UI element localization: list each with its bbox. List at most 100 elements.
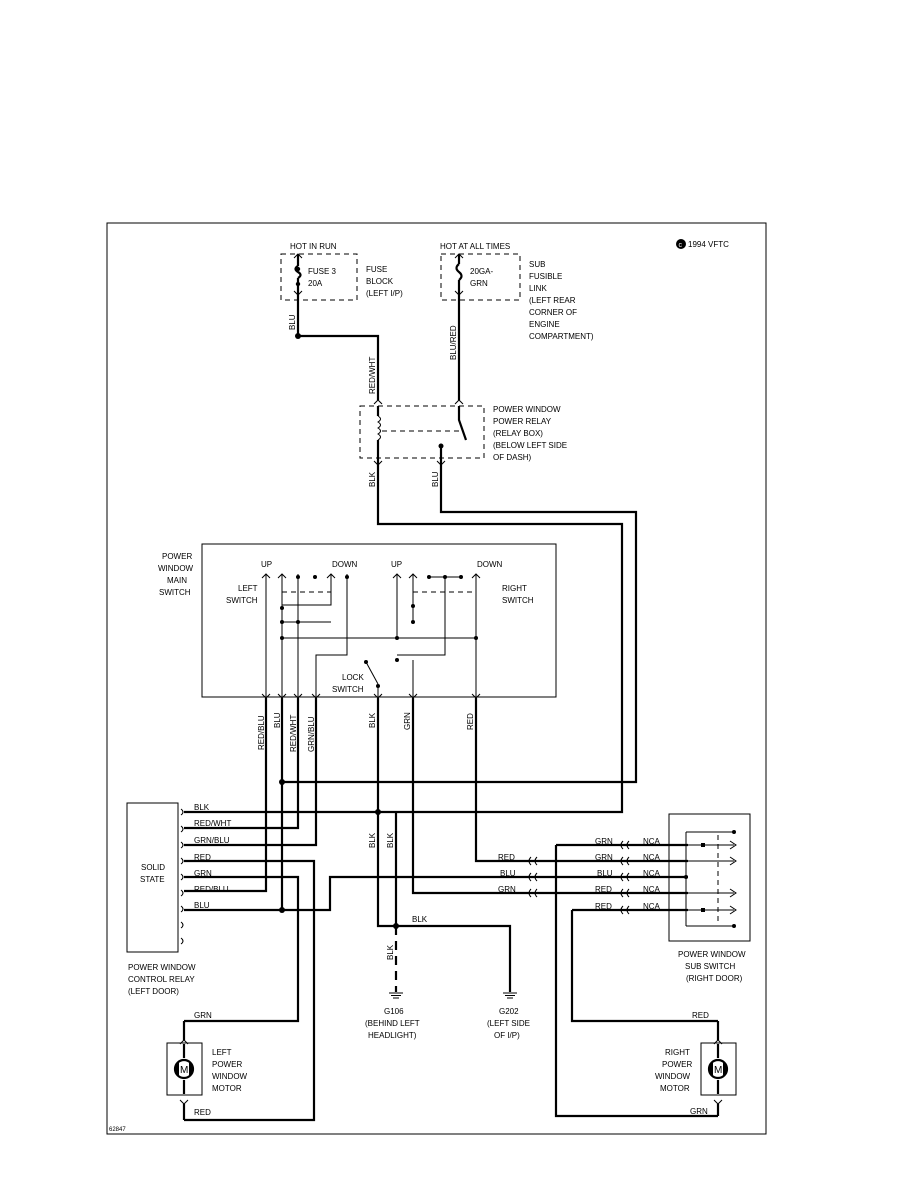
- wire-label-main-blk: BLK: [368, 712, 377, 728]
- g106-label-1: G106: [384, 1007, 404, 1016]
- right-motor-label-2: POWER: [662, 1060, 692, 1069]
- fusible-link-desc-2: FUSIBLE: [529, 272, 562, 281]
- left-motor-icon: M: [173, 1044, 195, 1094]
- control-relay-label-3: (LEFT DOOR): [128, 987, 179, 996]
- main-switch-label-4: SWITCH: [159, 588, 191, 597]
- fusible-link-gauge: 20GA-: [470, 267, 493, 276]
- wire-grn-sub-to-right-motor: [554, 845, 718, 1118]
- wire-label-relay-blu: BLU: [431, 471, 440, 487]
- right-switch-label-1: RIGHT: [502, 584, 527, 593]
- control-relay-label-2: CONTROL RELAY: [128, 975, 195, 984]
- hot-at-all-times-label: HOT AT ALL TIMES: [440, 242, 510, 251]
- wire-red-blu: [184, 698, 268, 893]
- wire-red-wht: [184, 698, 300, 830]
- fuse-name: FUSE 3: [308, 267, 337, 276]
- control-relay-pin-blu: BLU: [194, 901, 210, 910]
- wire-label-left-motor-grn: GRN: [194, 1011, 212, 1020]
- main-switch-internals: [261, 573, 481, 699]
- sub-connectors-left: [528, 856, 538, 898]
- g106-label-2: (BEHIND LEFT: [365, 1019, 420, 1028]
- splice-blu-lower: [279, 907, 285, 913]
- g202-label-3: OF I/P): [494, 1031, 520, 1040]
- main-switch-label-3: MAIN: [167, 576, 187, 585]
- wire-label-sub-blu: BLU: [597, 869, 613, 878]
- lock-switch-label-1: LOCK: [342, 673, 364, 682]
- g202-label-1: G202: [499, 1007, 519, 1016]
- control-relay-inner-1: SOLID: [141, 863, 165, 872]
- fuse-block-box: [280, 253, 358, 301]
- left-motor-symbol: M: [180, 1065, 188, 1076]
- right-motor-label-1: RIGHT: [665, 1048, 690, 1057]
- fuse-block-label-2: BLOCK: [366, 277, 394, 286]
- wire-label-sub-red-2: RED: [595, 902, 612, 911]
- ground-g106-icon: [389, 988, 403, 999]
- wire-blu-left-to-sub: [280, 698, 688, 912]
- relay-label-2: POWER RELAY: [493, 417, 552, 426]
- wire-label-blk-g106: BLK: [386, 944, 395, 960]
- left-motor-box: [166, 1042, 203, 1096]
- wire-red-sub-to-right-motor: [570, 910, 718, 1023]
- wire-label-sub-grn-2: GRN: [595, 853, 613, 862]
- left-switch-up-label: UP: [261, 560, 272, 569]
- fusible-link-desc-6: ENGINE: [529, 320, 560, 329]
- figure-id: 62847: [109, 1127, 126, 1133]
- wire-label-sub-left-grn: GRN: [498, 885, 516, 894]
- fusible-link-desc-4: (LEFT REAR: [529, 296, 576, 305]
- wire-fuse-to-relay: [296, 300, 380, 400]
- nca-label-3: NCA: [643, 869, 661, 878]
- nca-label-2: NCA: [643, 853, 661, 862]
- wire-label-main-blu: BLU: [273, 712, 282, 728]
- wire-label-relay-blk: BLK: [368, 471, 377, 487]
- fusible-link-desc-1: SUB: [529, 260, 545, 269]
- nca-label-5: NCA: [643, 902, 661, 911]
- wire-label-blk-b: BLK: [386, 832, 395, 848]
- control-relay-pin-red-blu: RED/BLU: [194, 885, 229, 894]
- wire-label-right-motor-red: RED: [692, 1011, 709, 1020]
- wire-label-right-motor-grn: GRN: [690, 1107, 708, 1116]
- wire-label-blu-red: BLU/RED: [449, 325, 458, 360]
- wire-label-left-motor-red: RED: [194, 1108, 211, 1117]
- fusible-link-desc-5: CORNER OF: [529, 308, 577, 317]
- right-motor-box: [700, 1042, 737, 1096]
- diagram-frame: [106, 222, 767, 1135]
- left-switch-down-label: DOWN: [332, 560, 358, 569]
- right-motor-label-4: MOTOR: [660, 1084, 690, 1093]
- wire-label-sub-red-1: RED: [595, 885, 612, 894]
- fuse-block-label-1: FUSE: [366, 265, 387, 274]
- power-relay-internals: [373, 399, 468, 466]
- g202-label-2: (LEFT SIDE: [487, 1019, 530, 1028]
- right-motor-icon: M: [707, 1044, 729, 1094]
- copyright-text: 1994 VFTC: [688, 240, 729, 249]
- left-motor-label-1: LEFT: [212, 1048, 232, 1057]
- nca-label-1: NCA: [643, 837, 661, 846]
- wire-label-main-grn: GRN: [403, 712, 412, 730]
- control-relay-label-1: POWER WINDOW: [128, 963, 196, 972]
- sub-switch-label-1: POWER WINDOW: [678, 950, 746, 959]
- splice-blu-upper: [279, 779, 285, 785]
- relay-label-3: (RELAY BOX): [493, 429, 543, 438]
- main-switch-box: [201, 543, 557, 698]
- fusible-link-desc-7: COMPARTMENT): [529, 332, 594, 341]
- wire-grn-blu: [184, 698, 318, 847]
- wire-label-blk-g202: BLK: [412, 915, 428, 924]
- wire-label-blu: BLU: [288, 314, 297, 330]
- copyright-mark: c 1994 VFTC: [676, 239, 729, 249]
- hot-in-run-label: HOT IN RUN: [290, 242, 337, 251]
- left-motor-label-3: WINDOW: [212, 1072, 248, 1081]
- g106-label-3: HEADLIGHT): [368, 1031, 417, 1040]
- relay-label-1: POWER WINDOW: [493, 405, 561, 414]
- relay-label-4: (BELOW LEFT SIDE: [493, 441, 567, 450]
- lock-switch-label-2: SWITCH: [332, 685, 364, 694]
- control-relay-pin-grn: GRN: [194, 869, 212, 878]
- control-relay-pin-red: RED: [194, 853, 211, 862]
- right-motor-symbol: M: [714, 1065, 722, 1076]
- right-switch-down-label: DOWN: [477, 560, 503, 569]
- wire-red-main-to-sub: [474, 698, 688, 863]
- wire-label-sub-left-red: RED: [498, 853, 515, 862]
- left-motor-label-4: MOTOR: [212, 1084, 242, 1093]
- wire-label-blk-a: BLK: [368, 832, 377, 848]
- control-relay-pin-blk: BLK: [194, 803, 210, 812]
- power-relay-box: [359, 405, 485, 459]
- left-switch-label-1: LEFT: [238, 584, 258, 593]
